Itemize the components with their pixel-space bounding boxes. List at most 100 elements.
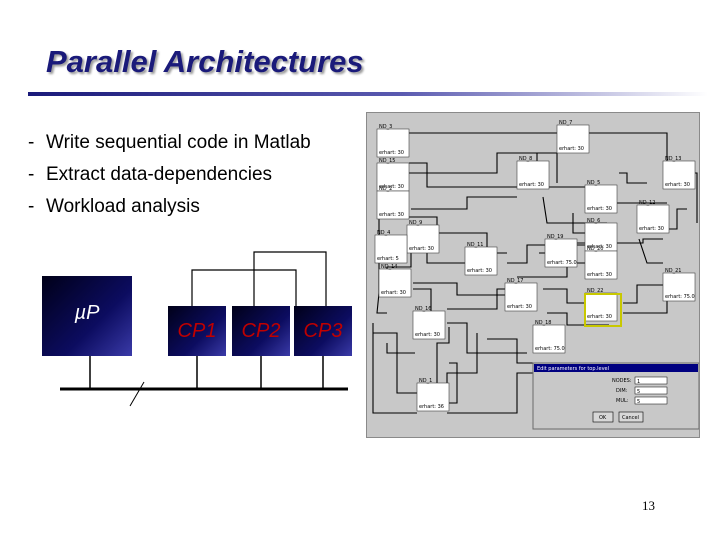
- bullet-item: -Write sequential code in Matlab: [28, 132, 311, 164]
- dialog-field-label: NODES:: [612, 378, 632, 384]
- graph-node-box[interactable]: [376, 128, 410, 158]
- graph-node-box[interactable]: [662, 272, 696, 302]
- graph-node-meta: erhart: 30: [665, 182, 690, 188]
- graph-node[interactable]: ND_22 erhart: 30: [584, 288, 618, 322]
- graph-node-id: ND_16: [415, 306, 431, 312]
- graph-node-meta: erhart: 30: [519, 182, 544, 188]
- graph-node-id: ND_3: [379, 124, 392, 130]
- graph-node[interactable]: ND_7 erhart: 30: [556, 120, 590, 154]
- graph-node-meta: erhart: 30: [507, 304, 532, 310]
- graph-node-id: ND_9: [409, 220, 422, 226]
- graph-node[interactable]: ND_20 erhart: 30: [584, 246, 618, 280]
- graph-node-box[interactable]: [412, 310, 446, 340]
- graph-node-meta: erhart: 75.0: [535, 346, 565, 352]
- dialog-cancel-label: Cancel: [622, 415, 639, 421]
- graph-node-id: ND_22: [587, 288, 603, 294]
- selected-node-highlight: [584, 293, 622, 327]
- graph-node-meta: erhart: 30: [587, 314, 612, 320]
- graph-node-meta: erhart: 30: [587, 272, 612, 278]
- graph-node[interactable]: ND_14 erhart: 30: [378, 264, 412, 298]
- dialog-field-value: 1: [637, 379, 640, 385]
- graph-node-box[interactable]: [584, 184, 618, 214]
- graph-node-box[interactable]: [416, 382, 450, 412]
- graph-node-meta: erhart: 5: [377, 256, 399, 262]
- graph-node-box[interactable]: [464, 246, 498, 276]
- dialog-ok-label: OK: [599, 415, 607, 421]
- graph-node-box[interactable]: [584, 250, 618, 280]
- graph-node-box[interactable]: [376, 162, 410, 192]
- graph-node[interactable]: ND_17 erhart: 30: [504, 278, 538, 312]
- graph-node-meta: erhart: 30: [415, 332, 440, 338]
- graph-node-id: ND_12: [639, 200, 655, 206]
- parameter-dialog: Edit parameters for top.level NODES: 1 D…: [532, 362, 699, 430]
- graph-node-box[interactable]: [556, 124, 590, 154]
- graph-node-id: ND_5: [587, 180, 600, 186]
- slide-title: Parallel Architectures: [46, 44, 364, 79]
- graph-node-id: ND_7: [559, 120, 572, 126]
- graph-node-id: ND_20: [587, 246, 603, 252]
- graph-node-box[interactable]: [584, 222, 618, 252]
- title-underline: [28, 92, 708, 96]
- dialog-field-input[interactable]: [634, 376, 668, 385]
- bullet-text: Extract data-dependencies: [46, 164, 273, 185]
- dialog-field-value: 5: [637, 389, 640, 395]
- graph-node-id: ND_6: [587, 218, 600, 224]
- microprocessor-block: µP: [42, 276, 132, 356]
- graph-node-id: ND_11: [467, 242, 483, 248]
- bullet-item: -Extract data-dependencies: [28, 164, 311, 196]
- bullet-list: -Write sequential code in Matlab -Extrac…: [28, 132, 311, 228]
- coprocessor-1-block: CP1: [168, 306, 226, 356]
- graph-node-box[interactable]: [376, 190, 410, 220]
- graph-node-box[interactable]: [374, 234, 408, 264]
- bullet-text: Workload analysis: [46, 196, 200, 217]
- graph-node-id: ND_19: [547, 234, 563, 240]
- graph-node[interactable]: ND_16 erhart: 30: [412, 306, 446, 340]
- graph-node-meta: erhart: 30: [587, 206, 612, 212]
- graph-node-id: ND_21: [665, 268, 681, 274]
- graph-node-box[interactable]: [544, 238, 578, 268]
- dialog-cancel-button[interactable]: [618, 411, 644, 423]
- graph-node-box[interactable]: [636, 204, 670, 234]
- graph-node-box[interactable]: [406, 224, 440, 254]
- coprocessor-3-block: CP3: [294, 306, 352, 356]
- graph-node-meta: erhart: 75.0: [665, 294, 695, 300]
- coprocessor-2-block: CP2: [232, 306, 290, 356]
- dialog-ok-button[interactable]: [592, 411, 614, 423]
- graph-node[interactable]: ND_21 erhart: 75.0: [662, 268, 696, 302]
- graph-node-box[interactable]: [516, 160, 550, 190]
- graph-node-id: ND_14: [381, 264, 397, 270]
- dialog-field-input[interactable]: [634, 396, 668, 405]
- graph-node-box[interactable]: [378, 268, 412, 298]
- graph-node-meta: erhart: 30: [379, 212, 404, 218]
- graph-node-id: ND_17: [507, 278, 523, 284]
- graph-node-box[interactable]: [532, 324, 566, 354]
- microprocessor-label: µP: [74, 302, 100, 324]
- dialog-titlebar: [534, 364, 698, 372]
- graph-node-meta: erhart: 30: [381, 290, 406, 296]
- graph-node-box[interactable]: [504, 282, 538, 312]
- bullet-dash: -: [28, 164, 35, 185]
- cp2-cp3-link: [253, 251, 327, 306]
- graph-node-box[interactable]: [662, 160, 696, 190]
- dialog-field-label: MUL:: [616, 398, 629, 404]
- dialog-field-input[interactable]: [634, 386, 668, 395]
- graph-node[interactable]: ND_5 erhart: 30: [584, 180, 618, 214]
- dialog-field-label: DIM:: [616, 388, 628, 394]
- graph-node-meta: erhart: 30: [559, 146, 584, 152]
- dialog-field-value: 5: [637, 399, 640, 405]
